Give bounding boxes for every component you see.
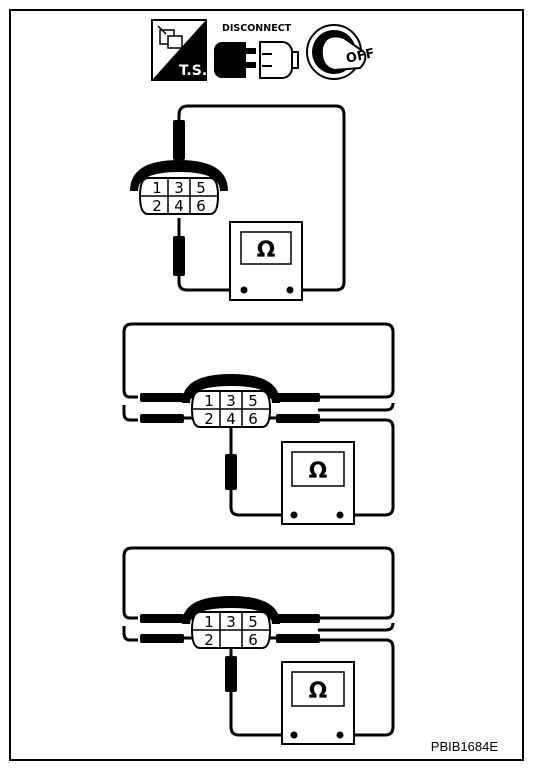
pin-1: 1: [204, 392, 214, 410]
pin-6: 6: [248, 410, 258, 428]
diagram-3: 1 3 5 2 6 Ω: [122, 546, 395, 745]
disconnect-icon: DISCONNECT: [214, 23, 299, 79]
pin-2: 2: [204, 410, 214, 428]
ignition-off-icon: OFF: [306, 24, 376, 80]
test-probe: [276, 414, 320, 423]
pin-2: 2: [152, 197, 162, 215]
test-probe: [140, 634, 184, 643]
pin-6: 6: [248, 631, 258, 649]
diagram-1: 1 3 5 2 4 6 Ω: [130, 104, 346, 301]
pin-2: 2: [204, 631, 214, 649]
off-label: OFF: [345, 46, 376, 67]
pin-5: 5: [196, 179, 206, 197]
ts-icon: T.S.: [151, 19, 207, 81]
test-probe: [173, 120, 185, 160]
test-probe: [140, 614, 184, 623]
page-border: [9, 9, 524, 761]
ohm-symbol: Ω: [257, 238, 276, 263]
pin-3: 3: [226, 613, 236, 631]
pin-5: 5: [248, 392, 258, 410]
disconnect-label: DISCONNECT: [222, 23, 292, 34]
test-probe: [276, 393, 320, 402]
test-probe: [140, 393, 184, 402]
pin-5: 5: [248, 613, 258, 631]
test-probe: [140, 414, 184, 423]
ohm-symbol: Ω: [309, 679, 328, 704]
ohmmeter: Ω: [281, 441, 355, 525]
pin-3: 3: [174, 179, 184, 197]
ohmmeter: Ω: [281, 661, 355, 745]
ohmmeter: Ω: [229, 221, 303, 301]
diagram-code: PBIB1684E: [431, 739, 499, 754]
diagram-2: 1 3 5 2 4 6 Ω: [122, 322, 395, 525]
pin-3: 3: [226, 392, 236, 410]
pin-1: 1: [152, 179, 162, 197]
test-probe: [225, 656, 237, 692]
test-probe: [173, 236, 185, 276]
test-probe: [276, 614, 320, 623]
test-probe: [225, 454, 237, 490]
pin-4: 4: [226, 410, 236, 428]
pin-4: 4: [174, 197, 184, 215]
pin-1: 1: [204, 613, 214, 631]
test-probe: [276, 634, 320, 643]
ts-icon-label: T.S.: [179, 63, 207, 79]
pin-6: 6: [196, 197, 206, 215]
ohm-symbol: Ω: [309, 459, 328, 484]
